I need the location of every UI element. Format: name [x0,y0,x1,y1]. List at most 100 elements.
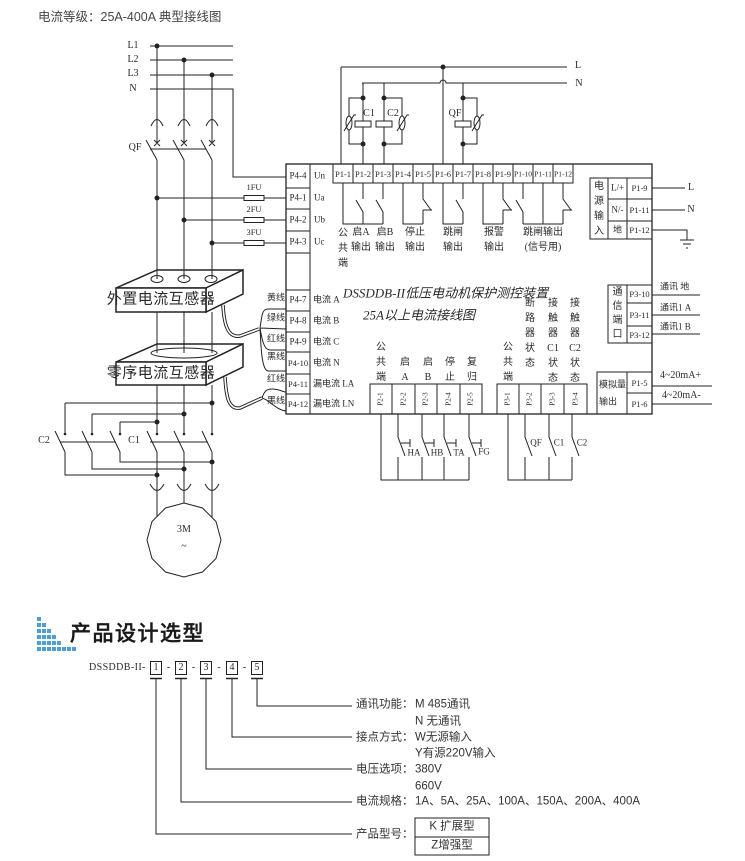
supply-label-n: N [129,83,137,94]
motor-symbol [146,502,222,578]
icon-square [62,647,66,651]
slot-box-5 [251,661,263,675]
device-subtitle: 25A以上电流接线图 [363,307,475,323]
terminal-p1-4: P1-4 [394,168,412,179]
power-input-grid [607,178,652,239]
model-slot-4: 4 [229,662,235,673]
signal-current-a: 电流 A [313,294,340,305]
wire-color-label: 绿线 [266,312,285,323]
supply-buses [150,43,286,178]
relay-output-trip-signal: 跳闸输出 [523,227,563,238]
junction-dot [381,141,387,147]
control-input-grid [391,384,461,414]
reverse-feed [64,402,212,433]
relay-output-stop: 停止 [405,227,425,238]
control-input-label: 公共端 [376,342,386,383]
icon-square [72,647,76,651]
terminal-p1-6: P1-6 [434,168,452,179]
signal-leakage-la: 漏电流 LA [313,378,355,389]
control-bus-l-label: L [574,60,582,71]
ground-icon [680,239,694,249]
option-value: 1A、5A、25A、100A、150A、200A、400A [415,795,641,808]
contactor-c1-label: C1 [128,435,140,446]
relay-output-stop-sub: 输出 [405,242,425,253]
varistor-slash [471,114,484,132]
status-input-grid [518,384,565,414]
junction-dot [360,141,366,147]
icon-square [42,623,46,627]
control-input-label: 复归 [467,357,477,383]
coil-circuit [340,64,567,164]
terminal-p4-9: P4-9 [289,336,307,347]
main-breaker [145,46,219,161]
terminal-power-p1-9: P1-9 [631,182,648,193]
coil-qf [454,120,472,128]
power-pin-l: L/+ [610,182,625,193]
pushbutton-contacts [397,414,477,480]
terminal-p1-2: P1-2 [354,168,372,179]
terminal-p3-4: P3-4 [571,392,579,406]
terminal-p3-10: P3-10 [629,288,650,299]
power-wire-n-label: N [687,204,695,215]
analog-wires [652,385,712,405]
motor-terminal-arcs [149,483,220,491]
contact-mark [182,432,186,436]
wire-color-label: 黑线 [266,395,285,406]
varistor-slash [396,114,409,132]
external-current-transformer [115,268,244,314]
relay-output-start-b: 启B [376,227,394,238]
model-separator: - [217,662,221,673]
ct-cables [221,304,287,412]
wire-color-label: 黑线 [266,351,285,362]
power-input-label: 电源输入 [594,181,604,237]
option-value: 380V [415,763,442,776]
pushbutton-actuators [401,439,482,447]
terminal-p4-4: P4-4 [289,170,307,181]
contact-mark [118,432,122,436]
relay-common-label: 公共端 [338,228,348,269]
supply-label-l3: L3 [127,68,139,79]
relay-common-wires [342,183,563,225]
terminal-p4-11: P4-11 [288,378,308,389]
slot-box-2 [175,661,187,675]
terminal-p1-6-analog: P1-6 [631,398,648,409]
terminal-p4-1: P4-1 [289,192,307,203]
model-separator: - [242,662,247,673]
icon-square [47,629,51,633]
switch-label-ta: TA [453,447,465,458]
varistor-icon [343,114,484,132]
terminal-p1-7: P1-7 [454,168,472,179]
terminal-p1-3: P1-3 [374,168,392,179]
option-label-current: 电流规格： [356,795,414,808]
terminal-p2-1: P2-1 [376,392,385,406]
option-label-voltage: 电压选项： [356,763,414,776]
signal-un: Un [314,170,325,181]
status-input-label: 断路器状态 [525,298,535,369]
junction-dot [460,95,466,101]
switch-label-c2: C2 [576,437,588,448]
junction-dot [381,95,387,101]
option-label-contact: 接点方式： [356,731,414,744]
coil-c2-label: C2 [387,108,399,119]
icon-square [57,647,61,651]
leader-slot-1 [155,678,352,835]
model-slot-3: 3 [203,662,209,673]
junction-dot [181,411,187,417]
control-input-block [369,383,483,415]
p1-cell-dividers [352,164,554,183]
nc-contact [422,183,572,224]
reversing-contactors [54,385,220,517]
switch-label-qf: QF [530,437,542,448]
zct-cable-inner [224,376,263,409]
icon-square [52,635,56,639]
signal-ua: Ua [314,192,325,203]
wire-color-label: 红线 [266,373,285,384]
varistor-slash [343,114,356,132]
fuse-label-3: 3FU [246,226,262,237]
coil-c2 [375,120,393,128]
leader-slot-5 [256,678,352,707]
analog-signal-plus: 4~20mA+ [660,370,702,381]
terminal-p1-11: P1-11 [534,169,552,179]
signal-current-c: 电流 C [313,336,340,347]
leader-slot-2 [180,678,352,803]
